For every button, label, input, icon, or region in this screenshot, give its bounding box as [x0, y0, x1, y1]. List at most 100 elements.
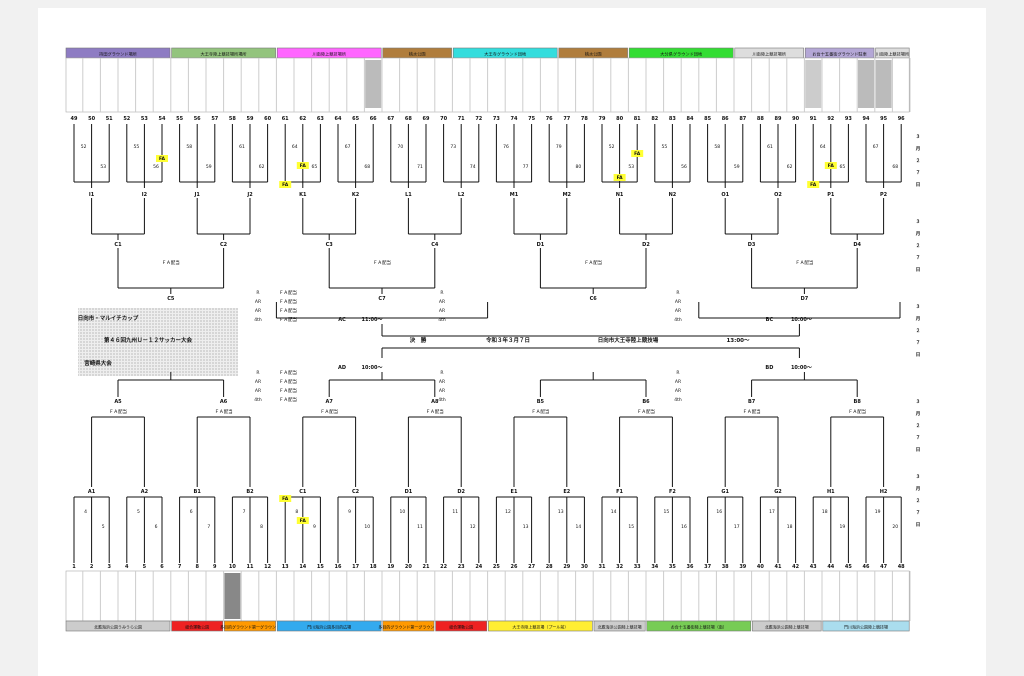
venue-footer-label: 北鷹海浜公園陸上競技場 — [598, 624, 642, 630]
rank-label: AR — [675, 379, 681, 385]
venue-footer — [593, 620, 646, 632]
group-label: L2 — [458, 192, 465, 198]
score: 5 — [137, 509, 140, 515]
round-label: A6 — [220, 399, 228, 405]
fa-badge-label: FA — [300, 163, 307, 169]
slot-number: 32 — [616, 564, 623, 570]
slot-number: 44 — [827, 564, 834, 570]
date-side-label: ７ — [916, 169, 921, 176]
rank-label: 4th — [254, 397, 262, 403]
date-side-label: ７ — [916, 254, 921, 261]
fa-badge-label: FA — [282, 496, 289, 502]
venue-footer — [435, 620, 488, 632]
slot-number: 46 — [863, 564, 870, 570]
slot-number: 53 — [141, 116, 148, 122]
group-label: A1 — [88, 489, 96, 495]
rank-label: AR — [439, 388, 445, 394]
group-label: G1 — [721, 489, 729, 495]
slot-number: 79 — [599, 116, 606, 122]
final-date: 令和３年３月７日 — [486, 336, 530, 344]
semi-label: AD — [338, 365, 346, 371]
venue-header-label: 大分県グラウンド団地 — [660, 51, 703, 58]
fa-badge-label: FA — [810, 182, 817, 188]
score: 55 — [662, 144, 668, 150]
score: 52 — [81, 144, 87, 150]
slot-number: 86 — [722, 116, 729, 122]
date-side-label: 日 — [916, 521, 921, 528]
slot-number: 27 — [528, 564, 535, 570]
venue-header-label: 桃水公園 — [409, 51, 426, 58]
fa-badge — [296, 517, 309, 524]
score: 18 — [822, 509, 828, 515]
score: 77 — [523, 164, 529, 170]
score: 58 — [186, 144, 192, 150]
semi-time: 10:00～ — [362, 365, 383, 371]
group-label: G2 — [774, 489, 782, 495]
rank-label: R — [676, 370, 679, 376]
score: 64 — [820, 144, 826, 150]
slot-number: 77 — [563, 116, 570, 122]
date-side-label: ３ — [916, 398, 921, 405]
rank-label: 4th — [438, 317, 446, 323]
rank-label: AR — [255, 379, 261, 385]
venue-header-label: 持田グラウンド場所 — [99, 51, 137, 58]
slot-number: 37 — [704, 564, 711, 570]
slot-number: 94 — [863, 116, 870, 122]
slot-number: 19 — [387, 564, 394, 570]
date-side-label: 日 — [916, 181, 921, 188]
slot-number: 75 — [528, 116, 535, 122]
group-label: I2 — [142, 192, 148, 198]
slot-number: 38 — [722, 564, 729, 570]
venue-footer-label: お台十五番街陸上競技場（南） — [671, 624, 727, 630]
venue-header-label: 大王寺グラウンド団地 — [484, 51, 527, 58]
slot-number: 22 — [440, 564, 447, 570]
slot-number: 63 — [317, 116, 324, 122]
group-label: D2 — [457, 489, 465, 495]
group-label: C1 — [299, 489, 307, 495]
score: 56 — [681, 164, 687, 170]
grey-column — [875, 60, 892, 108]
round-label: C7 — [378, 296, 386, 302]
date-side-label: ３ — [916, 218, 921, 225]
slot-number: 8 — [195, 564, 199, 570]
grey-column — [224, 573, 241, 619]
slot-number: 69 — [423, 116, 430, 122]
score: 16 — [681, 524, 687, 530]
slot-number: 12 — [264, 564, 271, 570]
slot-number: 29 — [563, 564, 570, 570]
venue-footer — [752, 620, 822, 632]
score: 4 — [84, 509, 87, 515]
date-side-label: 月 — [915, 230, 921, 237]
slot-number: 50 — [88, 116, 95, 122]
slot-number: 93 — [845, 116, 852, 122]
venue-footer — [822, 620, 910, 632]
score: 56 — [153, 164, 159, 170]
round-label: C4 — [431, 242, 439, 248]
round-label: B8 — [854, 399, 862, 405]
score: 19 — [875, 509, 881, 515]
score: 7 — [207, 524, 210, 530]
slot-number: 25 — [493, 564, 500, 570]
fa-note: ＦＡ配当 — [320, 408, 338, 415]
slot-number: 66 — [370, 116, 377, 122]
group-label: H2 — [880, 489, 888, 495]
slot-number: 42 — [792, 564, 799, 570]
score: 5 — [102, 524, 105, 530]
score: 52 — [609, 144, 615, 150]
score: 7 — [243, 509, 246, 515]
date-side-label: 月 — [915, 485, 921, 492]
group-label: M1 — [510, 192, 519, 198]
slot-number: 24 — [475, 564, 482, 570]
group-label: F2 — [669, 489, 676, 495]
group-label: J1 — [194, 192, 201, 198]
fa-badge-label: FA — [282, 182, 289, 188]
slot-number: 31 — [599, 564, 606, 570]
slot-number: 82 — [651, 116, 658, 122]
slot-number: 85 — [704, 116, 711, 122]
fa-badge-label: FA — [828, 163, 835, 169]
fa-note: ＦＡ配当 — [848, 408, 866, 415]
slot-number: 61 — [282, 116, 289, 122]
slot-number: 68 — [405, 116, 412, 122]
rank-label: AR — [439, 308, 445, 314]
grey-column — [365, 60, 382, 108]
